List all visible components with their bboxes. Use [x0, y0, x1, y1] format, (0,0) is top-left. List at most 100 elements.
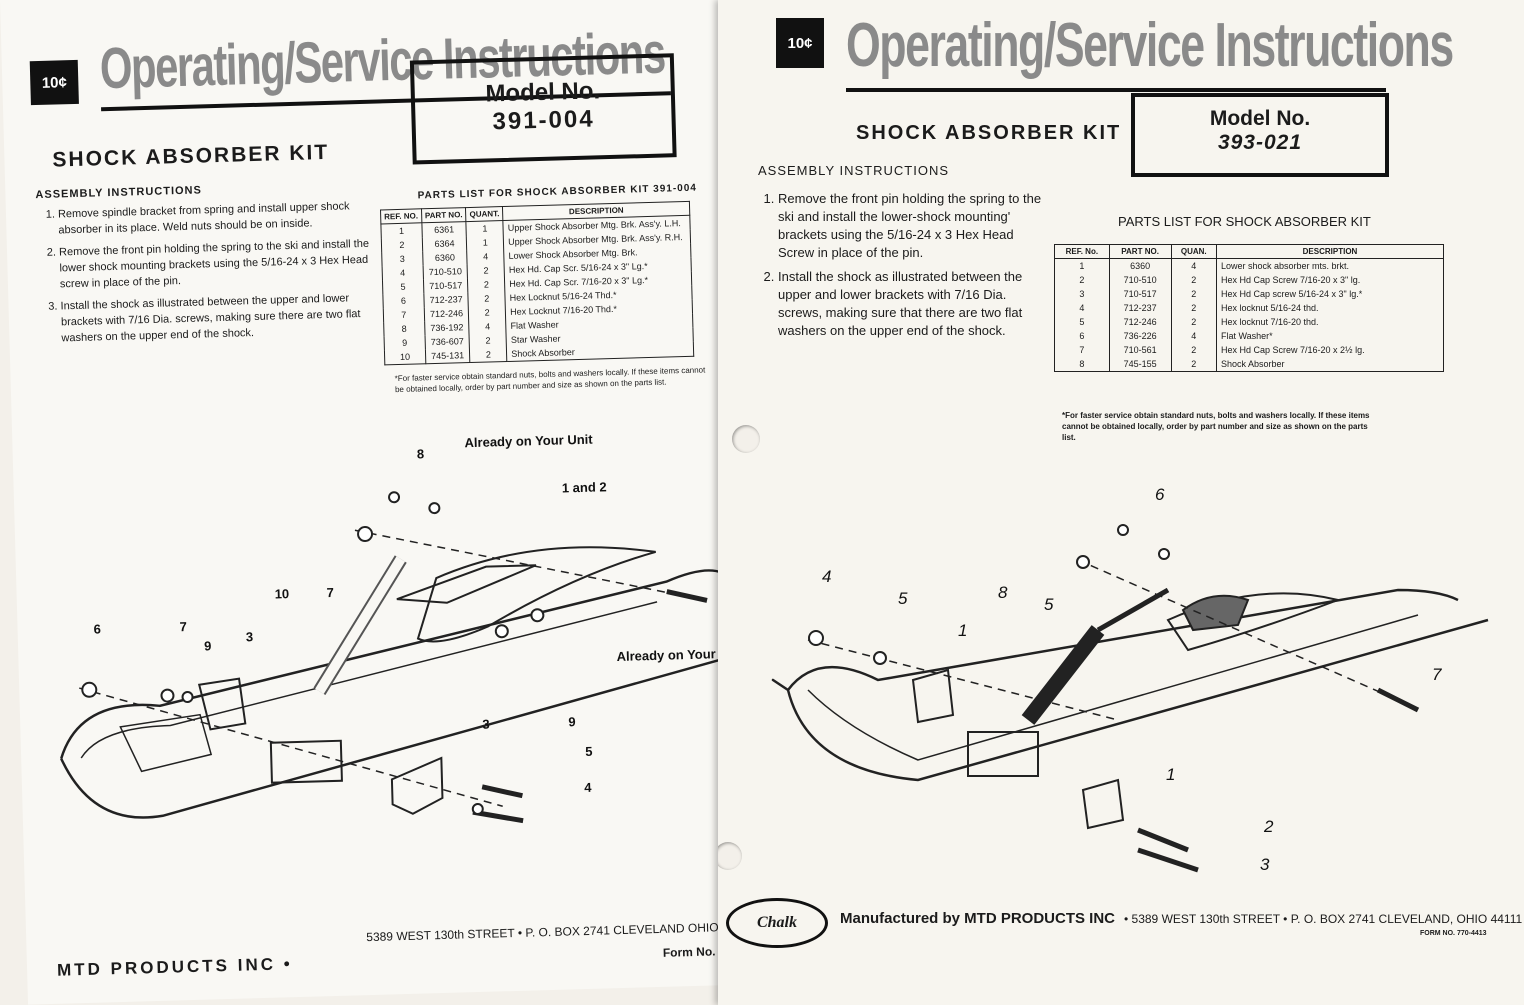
model-number: 393-021: [1217, 131, 1303, 154]
table-cell: 6360: [422, 250, 468, 266]
punch-hole: [732, 425, 760, 453]
model-label: Model No.: [1209, 107, 1311, 130]
exploded-diagram: 6 4 5 1 8 5 7 1 2 3: [771, 485, 1489, 874]
upper-bracket: [1181, 594, 1250, 632]
table-cell: 2: [1170, 287, 1218, 301]
footer-address: 5389 WEST 130th STREET • P. O. BOX 2741 …: [366, 919, 736, 945]
table-cell: 4: [1054, 301, 1110, 315]
column-header: REF. No.: [1054, 244, 1110, 259]
table-cell: 710-561: [1108, 343, 1172, 357]
diagram-label: 9: [204, 638, 212, 653]
diagram-label: 3: [482, 717, 490, 732]
company-name: Manufactured by MTD PRODUCTS INC: [840, 910, 1116, 927]
ski-outline: [60, 569, 733, 759]
table-cell: Hex locknut 7/16-20 thd.: [1216, 315, 1444, 329]
column-header: DESCRIPTION: [1216, 244, 1444, 259]
table-cell: 3: [381, 251, 423, 267]
model-number: 391-004: [492, 105, 595, 136]
lower-bracket: [967, 731, 1039, 777]
kit-title: SHOCK ABSORBER KIT: [52, 140, 330, 172]
diagram-label: 7: [1432, 665, 1442, 684]
table-cell: 2: [1170, 357, 1218, 372]
table-cell: 8: [383, 321, 425, 337]
table-cell: Hex locknut 5/16-24 thd.: [1216, 301, 1444, 315]
ski-outline: [60, 658, 720, 819]
table-cell: 745-131: [425, 348, 471, 364]
upper-bracket: [396, 564, 537, 604]
diagram-label: 10: [274, 586, 289, 601]
bolt: [481, 784, 523, 799]
shock-body: [1021, 625, 1105, 725]
table-header-row: REF. No. PART NO. QUAN. DESCRIPTION: [1054, 244, 1444, 259]
bolt: [666, 589, 708, 603]
table-cell: 712-246: [424, 306, 470, 322]
bolt: [1137, 847, 1199, 873]
table-cell: 2: [1170, 301, 1218, 315]
table-cell: 6360: [1108, 258, 1172, 273]
table-cell: 1: [466, 220, 504, 237]
ski-window: [119, 713, 213, 773]
banner-title: Operating/Service Instructions: [846, 11, 1454, 80]
model-box: Model No. 393-021: [1131, 93, 1389, 177]
table-cell: 712-237: [1108, 301, 1172, 315]
diagram-label: 3: [1260, 855, 1270, 874]
bracket-plate: [911, 668, 955, 724]
instruction-step: Remove spindle bracket from spring and i…: [58, 197, 389, 238]
column-header: QUAN.: [1170, 244, 1218, 259]
table-cell: Hex Hd Cap Screw 7/16-20 x 2½ lg.: [1216, 343, 1444, 357]
table-cell: 6: [1054, 329, 1110, 343]
table-cell: 9: [384, 335, 426, 351]
diagram-label: 5: [585, 744, 593, 759]
diagram-label: Already on Your Uni: [616, 646, 740, 664]
diagram-label: 6: [93, 621, 101, 636]
assembly-line: [79, 687, 503, 808]
diagram-label: 7: [326, 585, 334, 600]
ski-outline: [771, 618, 1489, 782]
parts-list-title: PARTS LIST FOR SHOCK ABSORBER KIT 391-00…: [417, 182, 698, 202]
table-cell: 2: [1170, 315, 1218, 329]
parts-note: *For faster service obtain standard nuts…: [394, 365, 706, 395]
banner-rule: [846, 88, 1386, 92]
diagram-label: 2: [1263, 817, 1274, 836]
diagram-label: Already on Your Unit: [464, 432, 593, 451]
left-instruction-sheet: 10¢ Operating/Service Instructions Model…: [0, 0, 763, 1005]
column-header: PART NO.: [1108, 244, 1172, 259]
instruction-step: Remove the front pin holding the spring …: [59, 235, 390, 292]
instruction-list: Remove the front pin holding the spring …: [756, 190, 1048, 346]
table-cell: 2: [469, 346, 507, 363]
table-cell: 2: [1170, 343, 1218, 357]
right-instruction-sheet: 10¢ Operating/Service Instructions Model…: [718, 0, 1524, 1005]
table-cell: 4: [1170, 258, 1218, 273]
table-cell: 710-510: [1108, 273, 1172, 287]
table-cell: 1: [1054, 258, 1110, 273]
diagram-label: 6: [1155, 485, 1165, 504]
table-cell: 4: [382, 265, 424, 281]
table-cell: 3: [1054, 287, 1110, 301]
punch-hole: [718, 842, 742, 870]
spring-leaf: [416, 546, 656, 643]
price-badge: 10¢: [29, 59, 79, 106]
model-box: Model No. 391-004: [409, 53, 677, 165]
diagram-label: 5: [1044, 595, 1054, 614]
table-cell: 4: [469, 319, 507, 335]
table-cell: 2: [1170, 273, 1218, 287]
parts-list-title: PARTS LIST FOR SHOCK ABSORBER KIT: [1118, 214, 1371, 229]
price-badge: 10¢: [776, 18, 824, 68]
table-cell: Hex Hd Cap Screw 7/16-20 x 3" lg.: [1216, 273, 1444, 287]
table-cell: 1: [380, 222, 423, 239]
table-cell: 2: [468, 305, 506, 321]
bolt: [1137, 827, 1189, 853]
logo-text: Chalk: [756, 914, 797, 931]
shock-rod: [1096, 587, 1170, 633]
diagram-label: 9: [568, 714, 576, 729]
table-cell: 736-607: [424, 334, 470, 350]
footer-address: • 5389 WEST 130th STREET • P. O. BOX 274…: [1124, 912, 1523, 926]
instruction-step: Remove the front pin holding the spring …: [778, 190, 1048, 262]
diagram-label: 8: [998, 583, 1008, 602]
